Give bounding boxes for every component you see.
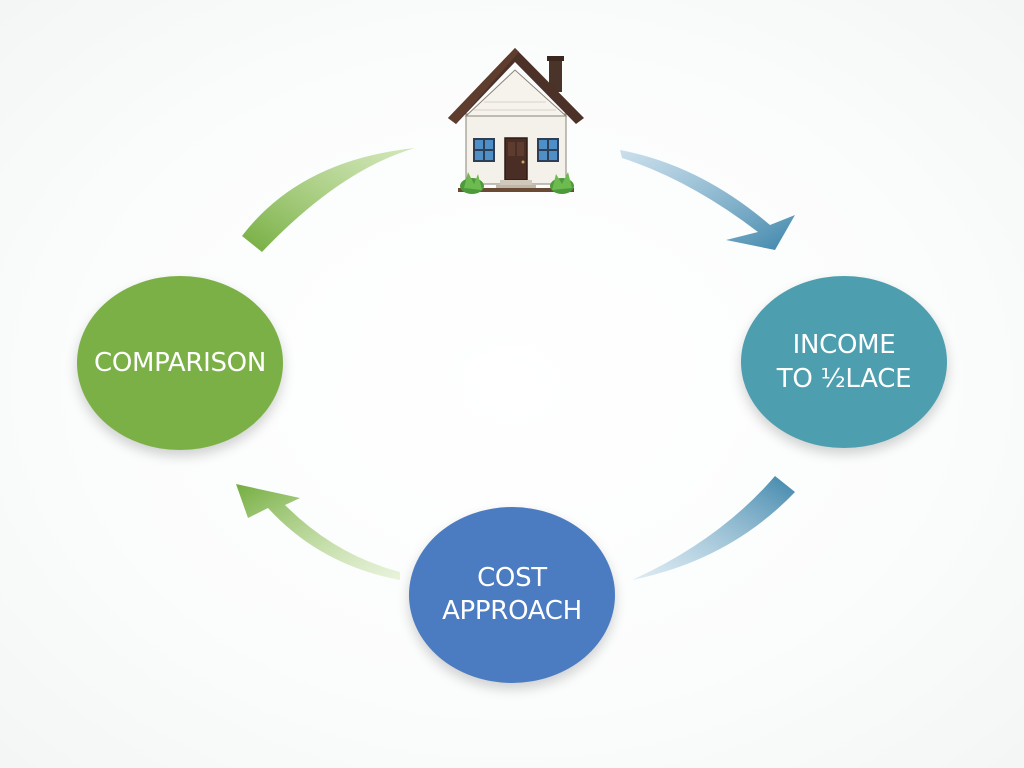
comparison-node: COMPARISON [77,276,283,450]
arrow-income-to-cost [632,476,795,580]
house-icon [448,48,584,194]
arrow-cost-to-comparison [236,484,400,580]
arrow-comparison-to-house [242,148,415,252]
arrow-house-to-income [620,150,795,250]
cost-approach-node: COST APPROACH [409,507,615,683]
income-node: INCOME TO ½LACE [741,276,947,448]
